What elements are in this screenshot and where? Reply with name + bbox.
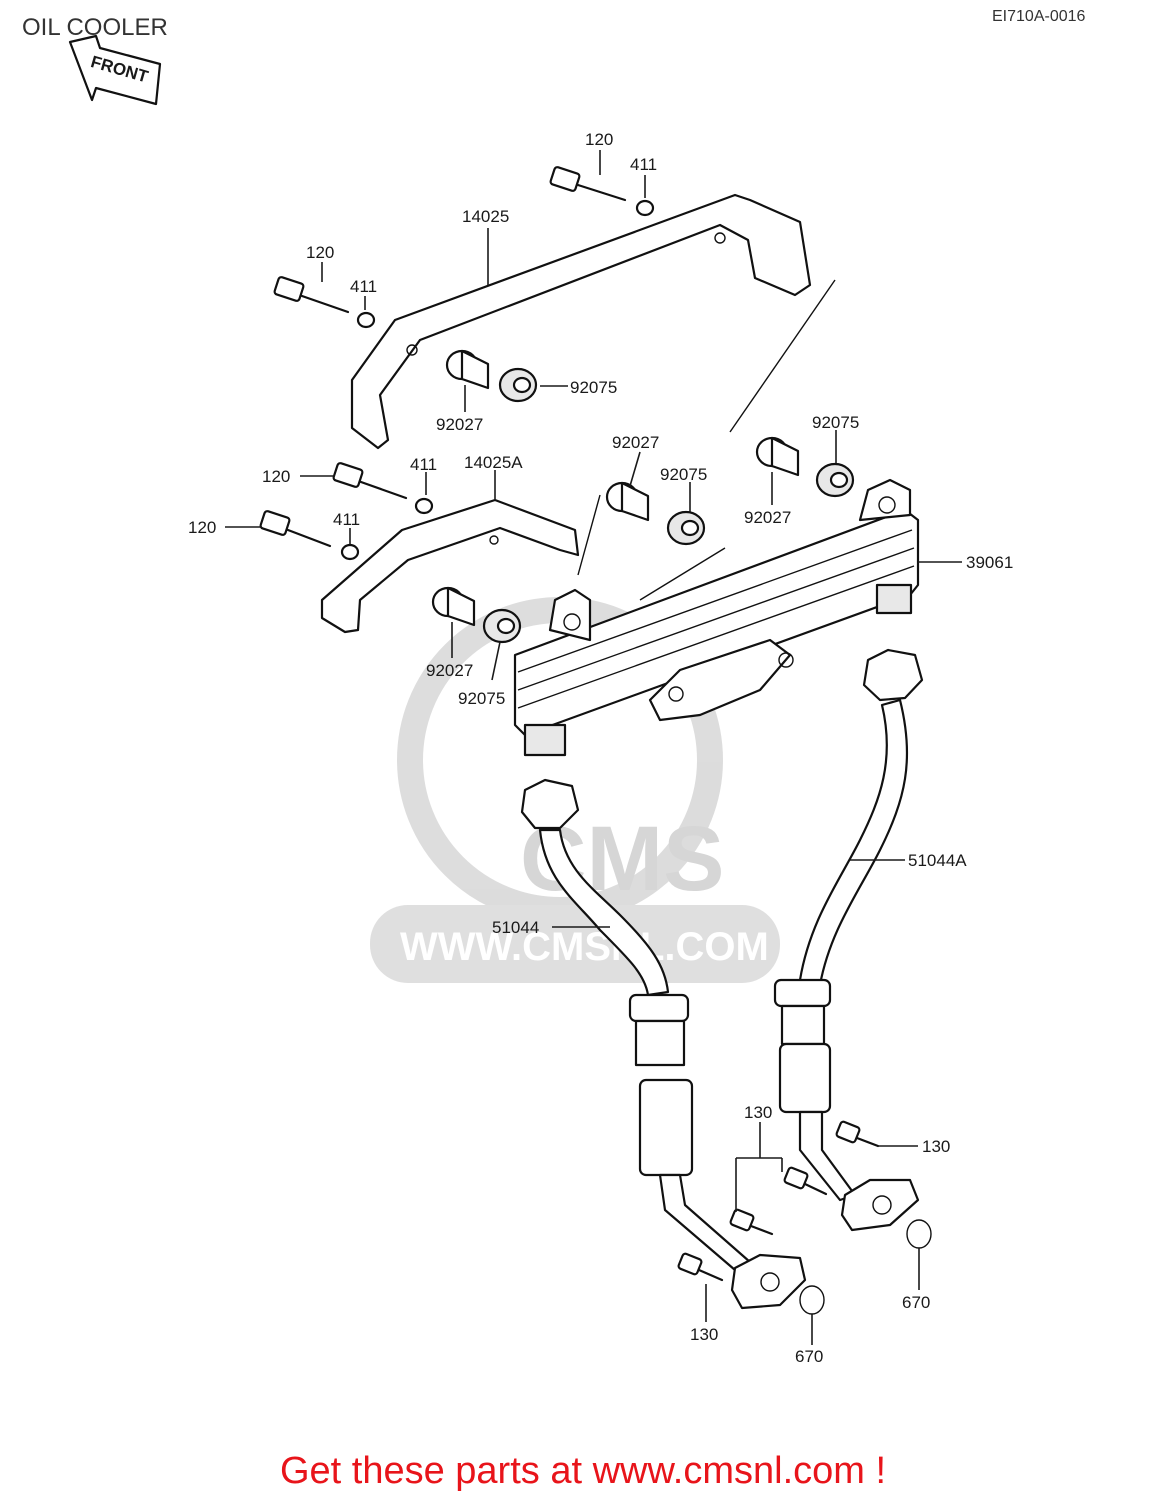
callout-39061: 39061 <box>966 553 1013 572</box>
callout-670-b: 670 <box>795 1347 823 1366</box>
bolt-130-c <box>677 1252 724 1282</box>
oring-670-b <box>799 1285 825 1315</box>
callout-14025: 14025 <box>462 207 509 226</box>
hose-51044a <box>773 648 924 1232</box>
callout-120-a: 120 <box>585 130 613 149</box>
collar-92027-d <box>431 586 476 627</box>
callout-92027-c: 92027 <box>744 508 791 527</box>
callout-92027-a: 92027 <box>436 415 483 434</box>
bolt-130-a <box>835 1120 880 1148</box>
callout-411-c: 411 <box>410 455 437 474</box>
callout-120-d: 120 <box>188 518 216 537</box>
washer-411-d <box>340 543 360 561</box>
diagram-code: EI710A-0016 <box>992 8 1086 25</box>
callout-130-a: 130 <box>922 1137 950 1156</box>
collar-92027-c <box>755 436 800 477</box>
callout-120-c: 120 <box>262 467 290 486</box>
callout-51044a: 51044A <box>908 851 967 870</box>
front-arrow: FRONT <box>68 34 162 106</box>
oring-670-a <box>906 1219 932 1249</box>
washer-411-a <box>635 199 655 217</box>
callout-92075-d: 92075 <box>458 689 505 708</box>
leader-lines <box>225 150 962 1345</box>
oil-cooler-39061 <box>513 478 920 757</box>
watermark-url: WWW.CMSNL.COM <box>400 925 769 969</box>
grommet-92075-b <box>666 510 706 546</box>
hose-51044 <box>520 778 807 1310</box>
bolt-120-c <box>332 462 408 500</box>
bolt-120-d <box>259 510 332 548</box>
bolt-120-a <box>549 166 627 202</box>
callout-14025a: 14025A <box>464 453 523 472</box>
callout-130-b: 130 <box>744 1103 772 1122</box>
callout-411-a: 411 <box>630 155 657 174</box>
callout-120-b: 120 <box>306 243 334 262</box>
washer-411-b <box>356 311 376 329</box>
collar-92027-b <box>605 481 650 522</box>
callout-130-c: 130 <box>690 1325 718 1344</box>
footer-cta-link[interactable]: Get these parts at www.cmsnl.com ! <box>279 1450 887 1492</box>
collar-92027-a <box>445 349 490 390</box>
callout-411-b: 411 <box>350 277 377 296</box>
grommet-92075-c <box>815 462 855 498</box>
callout-92027-b: 92027 <box>612 433 659 452</box>
callout-92027-d: 92027 <box>426 661 473 680</box>
bolt-120-b <box>273 276 350 314</box>
callout-51044: 51044 <box>492 918 539 937</box>
callout-92075-a: 92075 <box>570 378 617 397</box>
grommet-92075-a <box>498 367 538 403</box>
upper-bracket-14025 <box>350 193 812 450</box>
callout-411-d: 411 <box>333 510 360 529</box>
callout-92075-b: 92075 <box>660 465 707 484</box>
washer-411-c <box>414 497 434 515</box>
callout-92075-c: 92075 <box>812 413 859 432</box>
grommet-92075-d <box>482 608 522 644</box>
callout-670-a: 670 <box>902 1293 930 1312</box>
bolt-130-b <box>729 1166 828 1236</box>
alignment-lines <box>577 279 836 601</box>
